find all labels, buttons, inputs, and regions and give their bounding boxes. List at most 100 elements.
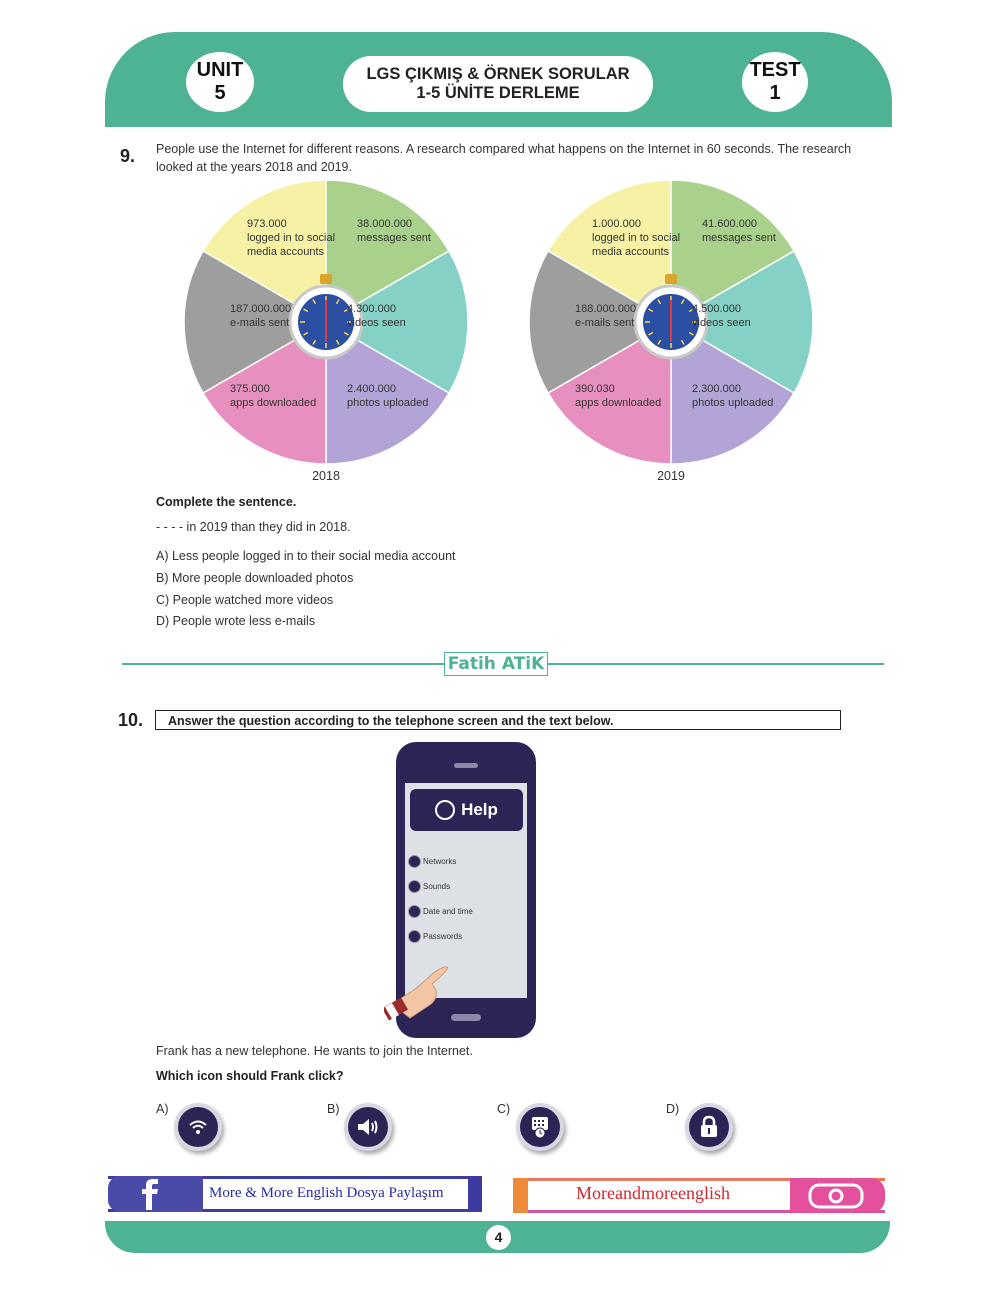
stopwatch-tick [688,331,694,336]
stopwatch-tick [312,299,317,305]
pie-slice [546,320,672,465]
instagram-banner-start [513,1178,528,1213]
option-a-wifi-button[interactable] [178,1107,218,1147]
pie-slice [669,249,814,395]
facebook-text: More & More English Dosya Paylaşım [209,1185,444,1201]
pie-slice [201,179,327,324]
title-line1: LGS ÇIKMIŞ & ÖRNEK SORULAR [366,65,630,83]
author-signature: Fatih ATiK [444,652,548,676]
option-c-letter: C) [497,1102,511,1116]
wifi-icon [189,1120,207,1134]
speaker-icon [358,1119,378,1135]
pie-slice [528,249,673,395]
option-d-lock-button[interactable] [689,1107,729,1147]
instagram-text: Moreandmoreenglish [576,1183,730,1203]
pie-slice [670,179,796,324]
stopwatch-tick [335,339,340,345]
phone-screen: Help Networks Sounds Date and time Passw… [405,783,527,998]
stopwatch-tick [657,339,662,345]
unit-badge: UNIT 5 [186,52,254,112]
help-circle-icon [435,800,456,820]
pie-slice [325,320,451,465]
help-title: Help [461,800,498,819]
stopwatch-tick [312,339,317,345]
facebook-icon [108,1176,203,1212]
option-a[interactable]: A) Less people logged in to their social… [156,549,456,563]
stopwatch-tick [680,339,685,345]
page-number: 4 [486,1225,511,1250]
calendar-clock-icon [532,1117,548,1139]
option-d[interactable]: D) People wrote less e-mails [156,614,316,628]
menu-item-passwords[interactable]: Passwords [408,930,462,943]
pie-slice [183,249,328,395]
stopwatch-tick [303,331,309,336]
stopwatch-tick [303,308,309,313]
question-9-text: People use the Internet for different re… [156,142,852,174]
stopwatch-tick [648,308,654,313]
unit-label: UNIT [196,59,244,81]
menu-item-networks[interactable]: Networks [408,855,456,868]
hand-pointer-icon [384,966,449,1021]
question-10-text: Frank has a new telephone. He wants to j… [156,1044,473,1058]
stopwatch-tick [657,299,662,305]
pie-slice [201,320,327,465]
menu-label: Date and time [423,907,473,916]
stopwatch-tick [343,308,349,313]
wifi-icon [408,855,421,868]
question-10-number: 10. [118,710,144,730]
question-10-question: Which icon should Frank click? [156,1069,344,1083]
speaker-icon [408,880,421,893]
test-badge: TEST 1 [742,52,808,112]
pie-slice [325,179,451,324]
instagram-banner[interactable] [513,1178,885,1213]
page-title: LGS ÇIKMIŞ & ÖRNEK SORULAR 1-5 ÜNİTE DER… [343,56,653,112]
menu-item-date-time[interactable]: Date and time [408,905,473,918]
option-b-speaker-button[interactable] [348,1107,388,1147]
test-number: 1 [769,82,781,104]
option-c-calendar-button[interactable] [520,1107,560,1147]
option-d-letter: D) [666,1102,680,1116]
option-c[interactable]: C) People watched more videos [156,593,334,607]
facebook-banner-end [468,1176,482,1212]
stopwatch-tick [335,299,340,305]
menu-label: Sounds [423,882,451,891]
lock-icon [408,930,421,943]
menu-item-sounds[interactable]: Sounds [408,880,450,893]
stopwatch-tick [343,331,349,336]
stopwatch-knob [665,274,677,284]
pie-year-title: 2019 [657,469,685,483]
option-b-letter: B) [327,1102,340,1116]
sentence-stem: - - - - in 2019 than they did in 2018. [156,520,351,534]
clock-icon [408,905,421,918]
pie-slice [546,179,672,324]
option-b[interactable]: B) More people downloaded photos [156,571,354,585]
stopwatch-tick [648,331,654,336]
title-line2: 1-5 ÜNİTE DERLEME [416,84,580,102]
phone-speaker [454,763,478,768]
test-label: TEST [749,59,801,81]
help-header[interactable]: Help [410,789,523,831]
question-9-number: 9. [120,146,136,166]
menu-label: Passwords [423,932,463,941]
stopwatch-tick [680,299,685,305]
pie-slice [324,249,469,395]
complete-prompt: Complete the sentence. [156,495,297,509]
pie-slice [670,320,796,465]
pie-year-title: 2018 [312,469,340,483]
menu-label: Networks [423,857,457,866]
